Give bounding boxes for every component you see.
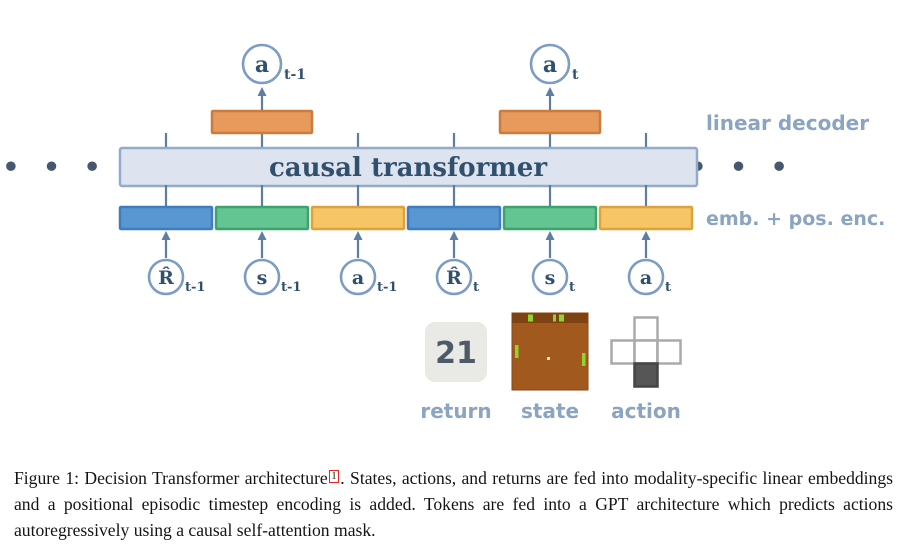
linear-decoder-box-t-1: [210, 109, 314, 135]
label-action: action: [611, 399, 681, 423]
input-circle: [531, 258, 569, 296]
dpad-center: [633, 339, 659, 365]
input-symbol: s: [257, 267, 268, 289]
return-card-bg: [425, 322, 487, 382]
pong-paddle-left: [515, 345, 519, 358]
output-circle: [529, 43, 571, 85]
output-subscript: t-1: [284, 67, 306, 83]
input-symbol: R̂: [158, 267, 174, 289]
dpad-up: [633, 316, 659, 342]
input-symbol: a: [352, 267, 364, 289]
action-dpad-icon: [610, 316, 682, 388]
input-token-action-t: a t: [627, 258, 671, 296]
label-return: return: [420, 399, 491, 423]
output-circle: [241, 43, 283, 85]
input-subscript: t-1: [281, 280, 301, 295]
label-linear-decoder: linear decoder: [706, 111, 869, 135]
label-emb-pos-enc: emb. + pos. enc.: [706, 208, 885, 230]
input-circle: [147, 258, 185, 296]
emb-box-action-t: [598, 205, 694, 231]
footnote-link[interactable]: 1: [328, 470, 340, 483]
caption-body: . States, actions, and returns are fed i…: [14, 468, 894, 540]
return-value: 21: [435, 336, 477, 371]
example-return-card: 21: [425, 322, 487, 382]
emb-box-return-t: [406, 205, 502, 231]
input-token-action-t-1: a t-1: [339, 258, 397, 296]
pong-score-right-2: [559, 314, 564, 322]
transformer-top-ticks: [164, 133, 648, 149]
input-token-state-t: s t: [531, 258, 575, 296]
input-subscript: t: [665, 280, 671, 295]
pong-state-image: [511, 312, 589, 391]
emb-box-state-t: [502, 205, 598, 231]
input-to-embedding-arrows: [161, 231, 651, 258]
causal-transformer-bar: [118, 146, 699, 188]
emb-box-action-t-1: [310, 205, 406, 231]
input-token-state-t-1: s t-1: [243, 258, 301, 296]
input-symbol: a: [640, 267, 652, 289]
output-subscript: t: [572, 67, 579, 83]
input-symbol: s: [545, 267, 556, 289]
input-circle: [243, 258, 281, 296]
label-state: state: [521, 399, 579, 423]
input-subscript: t: [569, 280, 575, 295]
ellipsis-left: • • •: [2, 152, 108, 183]
output-token-a-t: a t: [529, 43, 579, 85]
caption-prefix: Figure 1: Decision Transformer architect…: [14, 468, 328, 488]
figure-caption: Figure 1: Decision Transformer architect…: [14, 466, 893, 544]
architecture-diagram: • • • • • • a t-1 a t causal tran: [2, 43, 885, 423]
bar-to-embedding-connectors: [164, 185, 648, 208]
dpad-right: [656, 339, 682, 365]
linear-decoder-box-t: [498, 109, 602, 135]
dpad-left: [610, 339, 636, 365]
pong-field: [511, 312, 589, 391]
pong-score-right-1: [553, 314, 556, 322]
output-symbol: a: [543, 52, 557, 78]
causal-transformer-label: causal transformer: [269, 153, 547, 183]
input-token-return-t-1: R̂ t-1: [147, 258, 205, 296]
input-subscript: t-1: [185, 280, 205, 295]
input-circle: [339, 258, 377, 296]
input-circle: [435, 258, 473, 296]
output-symbol: a: [255, 52, 269, 78]
input-symbol: R̂: [446, 267, 462, 289]
ellipsis-right: • • •: [689, 152, 795, 183]
input-token-return-t: R̂ t: [435, 258, 479, 296]
dpad-down-selected: [633, 362, 659, 388]
input-subscript: t: [473, 280, 479, 295]
emb-box-state-t-1: [214, 205, 310, 231]
input-circle: [627, 258, 665, 296]
pong-paddle-right: [582, 353, 586, 366]
output-token-a-t-1: a t-1: [241, 43, 306, 85]
emb-box-return-t-1: [118, 205, 214, 231]
input-subscript: t-1: [377, 280, 397, 295]
pong-ball: [547, 357, 550, 360]
pong-score-left: [528, 314, 533, 322]
pong-score-band: [512, 313, 588, 323]
